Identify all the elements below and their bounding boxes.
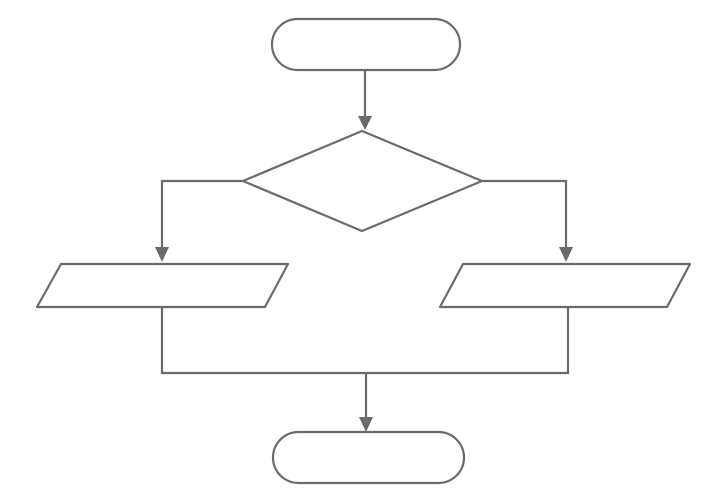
arrowhead-decision-to-right <box>559 247 573 262</box>
connector-decision-to-right <box>482 179 568 248</box>
connector-left-to-merge <box>160 307 365 375</box>
start-terminator <box>270 17 462 72</box>
right-input-output <box>438 262 692 309</box>
decision-diamond <box>241 129 484 233</box>
arrowhead-start-to-decision <box>358 116 372 130</box>
left-input-output <box>35 262 290 309</box>
end-terminator <box>271 430 466 485</box>
connector-decision-to-left <box>160 179 243 248</box>
arrowhead-merge-to-end <box>359 417 373 432</box>
connector-right-to-merge <box>365 307 570 375</box>
arrowhead-decision-to-left <box>155 247 169 262</box>
